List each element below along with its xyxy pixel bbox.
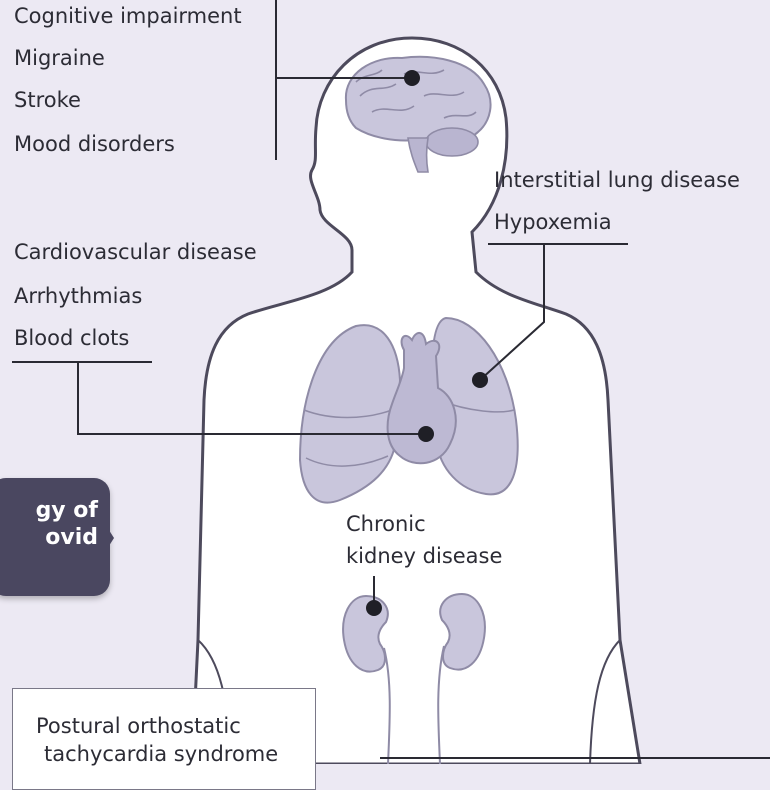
callout-line2: ovid — [0, 525, 98, 552]
callout-line1: gy of — [0, 498, 98, 525]
callout-arrow — [100, 516, 114, 560]
label-interstitial-lung-disease: Interstitial lung disease — [494, 170, 740, 191]
callout-text: gy of ovid — [0, 498, 98, 552]
label-migraine: Migraine — [14, 48, 105, 69]
brain-dot — [404, 70, 420, 86]
label-hypoxemia: Hypoxemia — [494, 212, 612, 233]
kidney-dot — [366, 600, 382, 616]
pots-line1: Postural orthostatic — [36, 712, 278, 740]
pots-label: Postural orthostatic tachycardia syndrom… — [36, 712, 278, 769]
pots-line2: tachycardia syndrome — [36, 740, 278, 768]
label-cardiovascular-disease: Cardiovascular disease — [14, 242, 257, 263]
label-kidney-line1: Chronic — [346, 514, 426, 535]
anatomy-figure — [0, 0, 770, 764]
label-arrhythmias: Arrhythmias — [14, 286, 142, 307]
label-kidney-line2: kidney disease — [346, 546, 502, 567]
heart-dot — [418, 426, 434, 442]
label-stroke: Stroke — [14, 90, 81, 111]
label-mood-disorders: Mood disorders — [14, 134, 175, 155]
label-cognitive-impairment: Cognitive impairment — [14, 6, 242, 27]
lung-dot — [472, 372, 488, 388]
label-blood-clots: Blood clots — [14, 328, 129, 349]
